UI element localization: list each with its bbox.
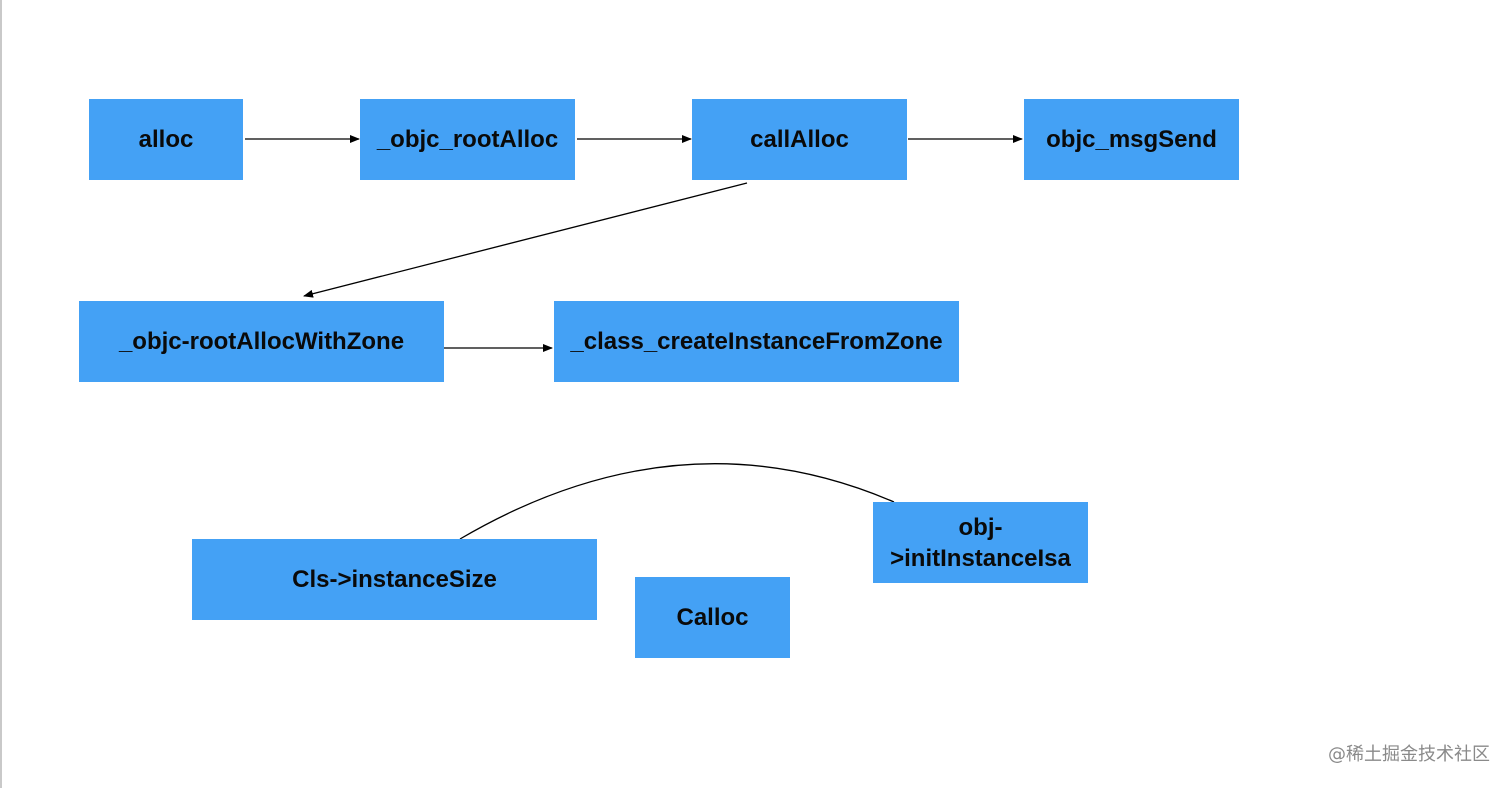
node-objc-msgsend-label: objc_msgSend xyxy=(1046,126,1217,153)
edge-instancesize-to-initinstanceisa-curve xyxy=(459,463,895,540)
node-alloc: alloc xyxy=(89,99,243,180)
node-obj-initinstanceisa-line1: obj- xyxy=(958,513,1003,541)
left-border xyxy=(0,0,2,788)
node-class-createinstancefromzone-label: _class_createInstanceFromZone xyxy=(570,328,943,355)
node-cls-instancesize-label: Cls->instanceSize xyxy=(292,566,497,593)
node-objc-msgsend: objc_msgSend xyxy=(1024,99,1239,180)
node-callalloc-label: callAlloc xyxy=(750,126,849,153)
node-class-createinstancefromzone: _class_createInstanceFromZone xyxy=(554,301,959,382)
node-calloc-label: Calloc xyxy=(676,604,749,631)
node-obj-initinstanceisa: obj- >initInstanceIsa xyxy=(873,502,1088,583)
edge-callalloc-to-rootallocwithzone xyxy=(303,182,748,298)
node-calloc: Calloc xyxy=(635,577,790,658)
node-objc-rootallocwithzone-label: _objc-rootAllocWithZone xyxy=(118,328,405,355)
node-callalloc: callAlloc xyxy=(692,99,907,180)
node-objc-rootalloc-label: _objc_rootAlloc xyxy=(376,126,559,153)
node-alloc-label: alloc xyxy=(138,126,194,153)
node-cls-instancesize: Cls->instanceSize xyxy=(192,539,597,620)
watermark: @稀土掘金技术社区 xyxy=(1328,744,1490,765)
node-objc-rootalloc: _objc_rootAlloc xyxy=(360,99,575,180)
node-obj-initinstanceisa-line2: >initInstanceIsa xyxy=(890,544,1071,572)
node-objc-rootallocwithzone: _objc-rootAllocWithZone xyxy=(79,301,444,382)
